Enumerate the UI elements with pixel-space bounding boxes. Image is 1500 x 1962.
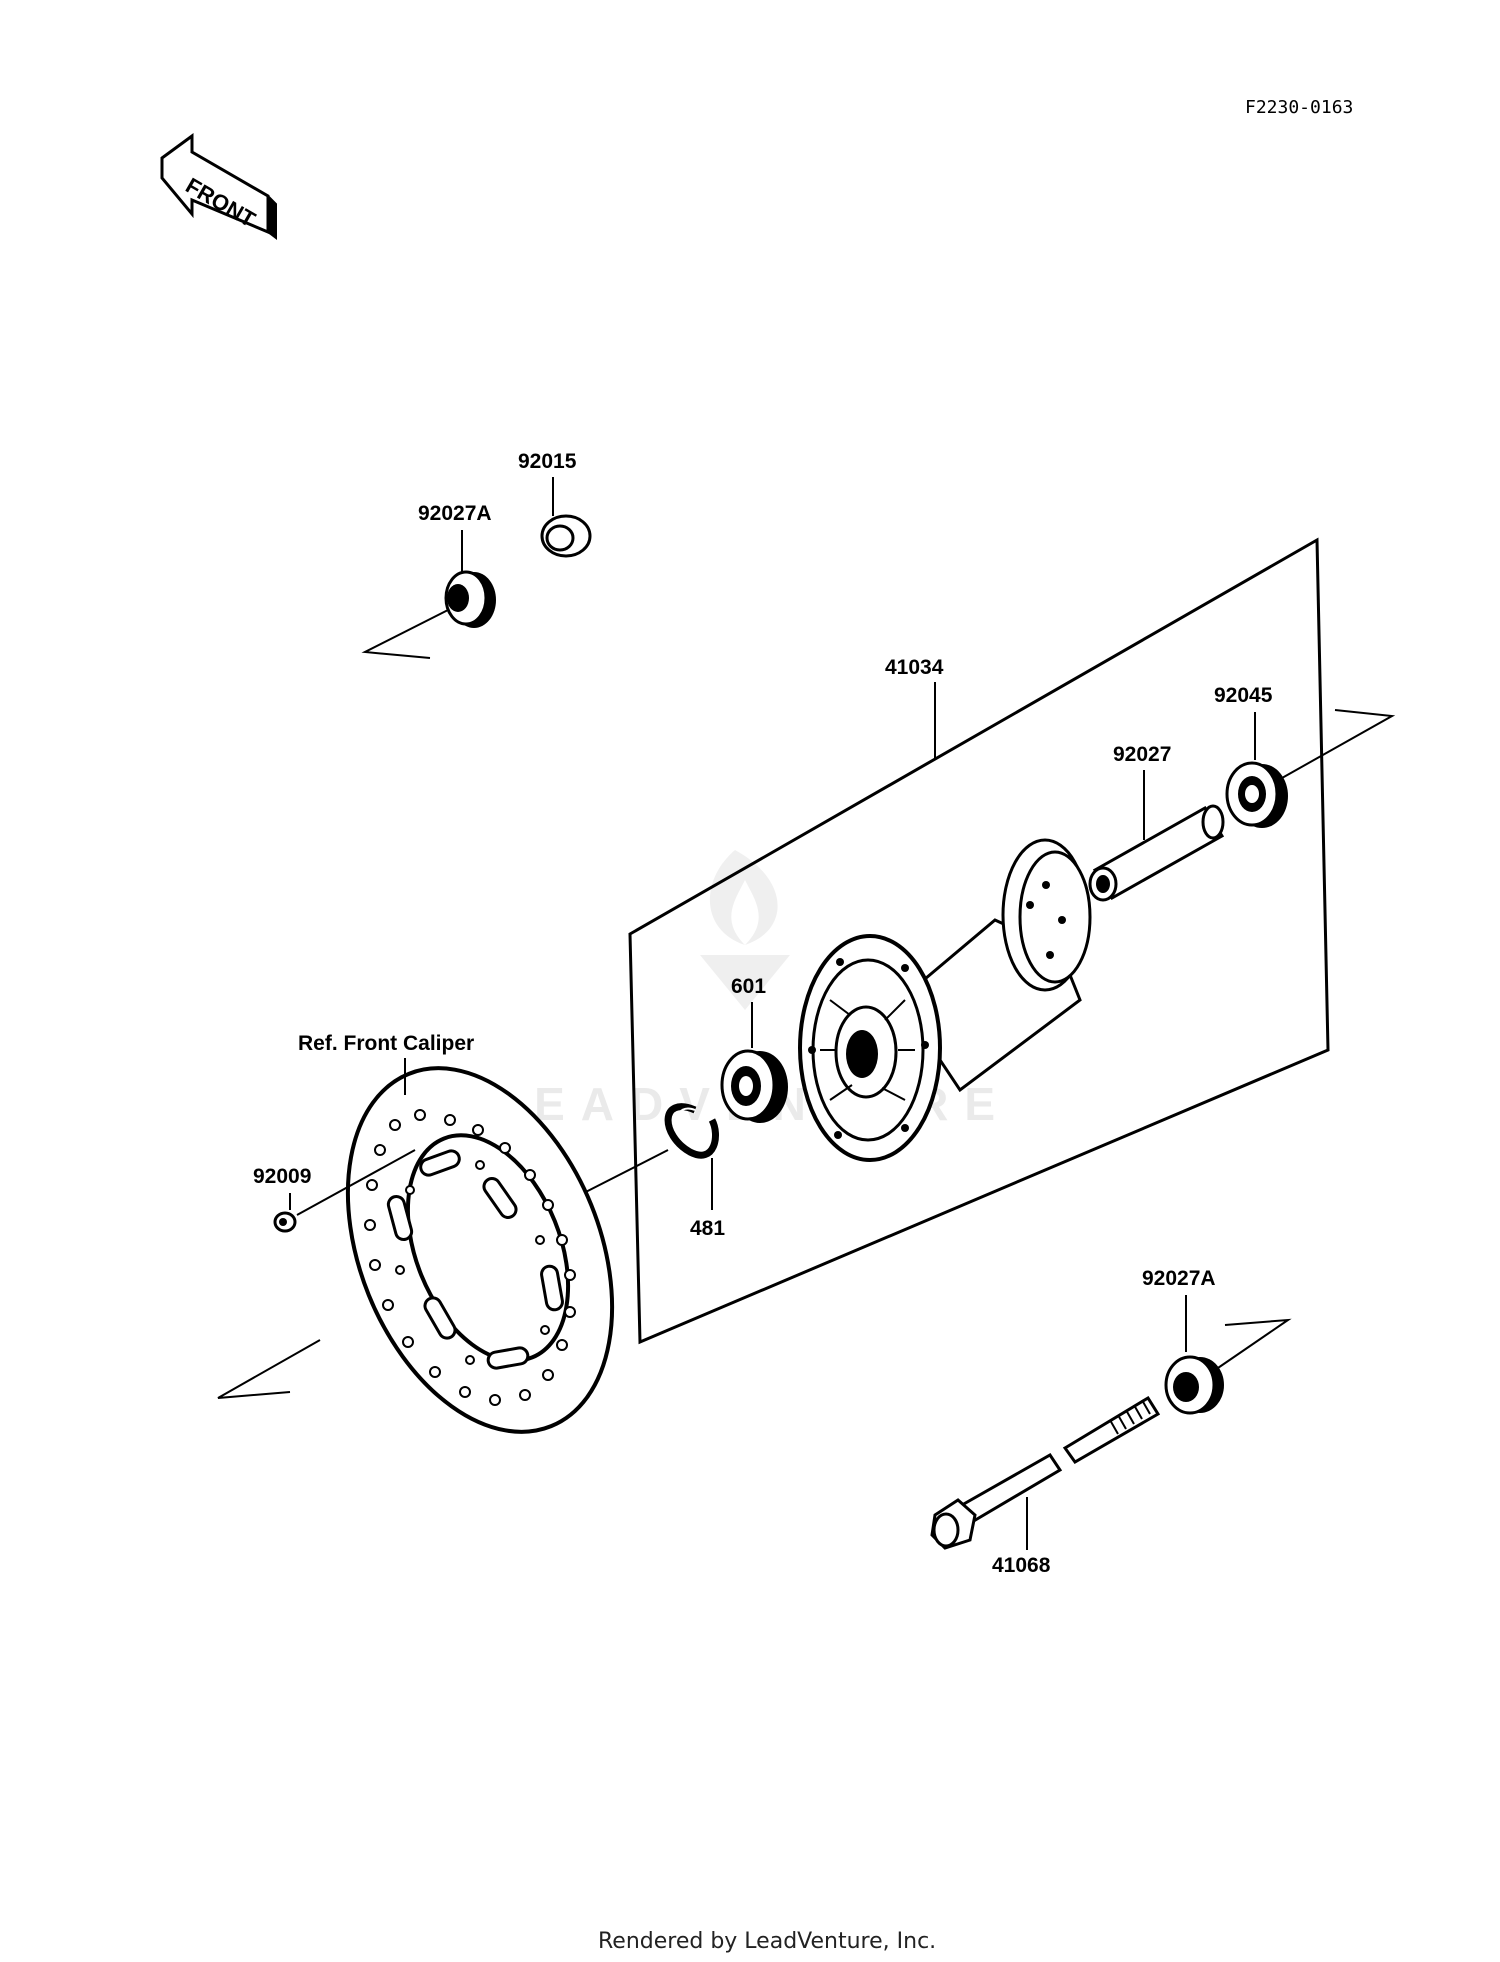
- callout-92009: 92009: [253, 1165, 311, 1188]
- wheel-hub: [798, 838, 1092, 1162]
- bearing-92045: [1225, 761, 1288, 828]
- callout-92027A-bottom: 92027A: [1142, 1267, 1216, 1290]
- callout-ref-front-caliper: Ref. Front Caliper: [298, 1032, 474, 1055]
- front-arrow-icon: FRONT: [160, 133, 277, 240]
- callout-41068: 41068: [992, 1554, 1051, 1577]
- collar-92027A-bottom: [1164, 1355, 1224, 1415]
- callout-92027: 92027: [1113, 743, 1171, 766]
- callout-481: 481: [690, 1217, 725, 1240]
- callout-92045: 92045: [1214, 684, 1273, 707]
- hub-assembly-panel: [628, 537, 1330, 1345]
- screw-92009: [273, 1211, 297, 1233]
- footer-credit: Rendered by LeadVenture, Inc.: [598, 1929, 936, 1954]
- callout-41034: 41034: [885, 656, 944, 679]
- circlip-481: [664, 1103, 719, 1159]
- bearing-601: [720, 1049, 788, 1123]
- brake-disc: [345, 1066, 615, 1434]
- collar-92027A-top: [444, 570, 496, 628]
- spacer-92027: [1088, 804, 1225, 902]
- callout-601: 601: [731, 975, 766, 998]
- nut-92015: [540, 514, 592, 558]
- axle-41068: [930, 1395, 1161, 1550]
- callout-92015: 92015: [518, 450, 577, 473]
- diagram-code: F2230-0163: [1245, 97, 1353, 118]
- callout-92027A-top: 92027A: [418, 502, 492, 525]
